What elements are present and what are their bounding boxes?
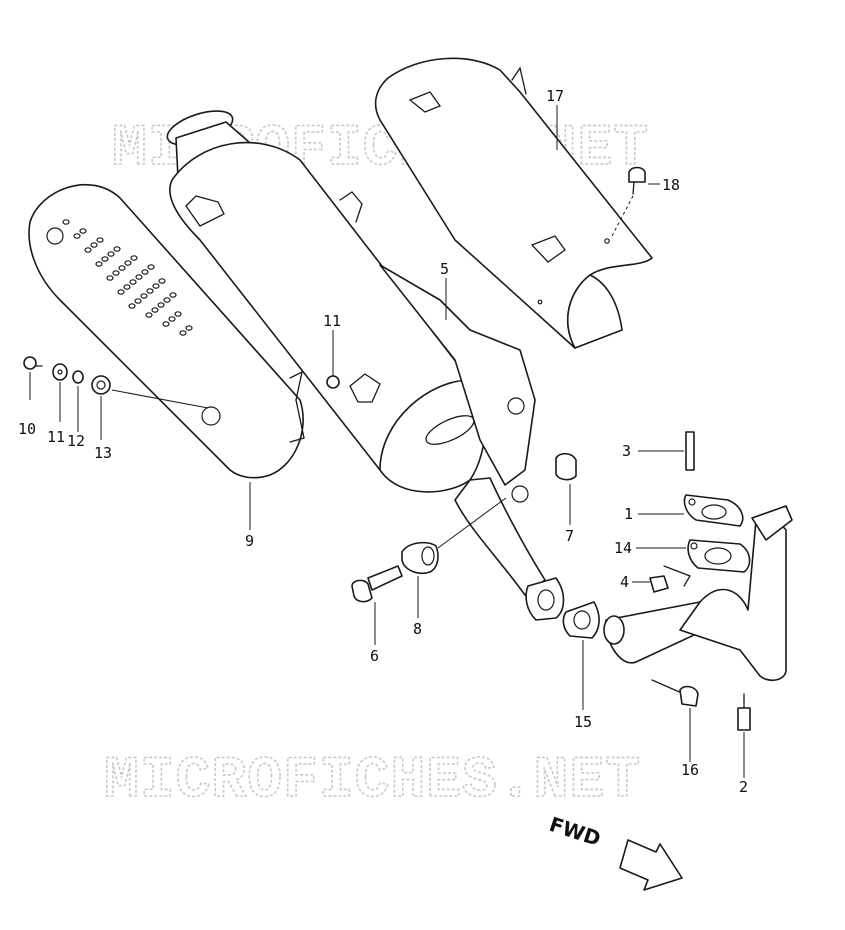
rubber-mount-part-8 (401, 497, 507, 575)
heat-shield-cover-part-17 (374, 57, 653, 349)
callout-10: 10 (18, 420, 36, 438)
perforation-hole (152, 283, 160, 289)
bolt-part-6 (351, 565, 403, 603)
perforation-hole (169, 292, 177, 298)
perforation-hole (140, 293, 148, 299)
callout-7: 7 (565, 527, 574, 545)
perforation-hole (158, 278, 166, 284)
perforation-hole (168, 316, 176, 322)
perforation-hole (141, 269, 149, 275)
callout-5: 5 (440, 260, 449, 278)
perforation-hole (123, 284, 131, 290)
callout-13: 13 (94, 444, 112, 462)
perforation-hole (151, 307, 159, 313)
gasket-part-15 (562, 601, 600, 639)
perforation-hole (146, 288, 154, 294)
callout-16: 16 (681, 761, 699, 779)
perforation-hole (107, 251, 115, 257)
perforation-hole (134, 298, 142, 304)
perforation-hole (73, 233, 81, 239)
perforation-hole (95, 261, 103, 267)
callout-labels: 17 18 5 11 10 11 12 13 9 3 1 7 14 4 6 8 … (18, 87, 748, 796)
perforation-hole (135, 274, 143, 280)
callout-15: 15 (574, 713, 592, 731)
perforation-hole (84, 247, 92, 253)
perforation-hole (179, 330, 187, 336)
perforation-hole (157, 302, 165, 308)
callout-8: 8 (413, 620, 422, 638)
fwd-label: FWD (546, 812, 603, 851)
perforation-hole (117, 289, 125, 295)
screw-part-18 (611, 166, 646, 237)
collar-part-12 (72, 370, 84, 384)
forward-arrow-icon (619, 839, 683, 891)
forward-indicator: FWD (546, 812, 683, 891)
callout-9: 9 (245, 532, 254, 550)
perforation-hole (163, 297, 171, 303)
perforated-heat-shield-part-9 (28, 183, 305, 479)
bolt-part-10 (23, 356, 43, 370)
perforation-hole (118, 265, 126, 271)
callout-6: 6 (370, 647, 379, 665)
perforation-hole (162, 321, 170, 327)
perforation-hole (101, 256, 109, 262)
gasket-part-1 (683, 494, 744, 527)
perforation-hole (185, 325, 193, 331)
callout-17: 17 (546, 87, 564, 105)
washer-part-11-upper (326, 375, 340, 389)
perforation-hole (129, 279, 137, 285)
watermark-bottom: MICROFICHES.NET (104, 749, 641, 814)
callout-4: 4 (620, 573, 629, 591)
gasket-part-14 (687, 539, 751, 573)
bolt-part-2 (737, 693, 751, 731)
callout-2: 2 (739, 778, 748, 796)
callout-14: 14 (614, 539, 632, 557)
stud-part-3 (685, 431, 695, 471)
perforation-hole (145, 312, 153, 318)
perforation-hole (130, 255, 138, 261)
flange-gasket (525, 577, 565, 621)
callout-18: 18 (662, 176, 680, 194)
damper-part-7 (555, 452, 577, 481)
leader-lines (29, 105, 745, 778)
callout-11-lower: 11 (47, 428, 65, 446)
perforation-hole (147, 264, 155, 270)
washer-part-11 (52, 363, 68, 381)
perforation-hole (174, 311, 182, 317)
exhaust-pipe (603, 505, 793, 682)
perforation-hole (96, 237, 104, 243)
grommet-part-13 (91, 375, 209, 409)
callout-3: 3 (622, 442, 631, 460)
callout-11-upper: 11 (323, 312, 341, 330)
perforation-hole (79, 228, 87, 234)
perforation-hole (106, 275, 114, 281)
perforation-hole (62, 219, 70, 225)
bolt-part-16 (651, 679, 699, 707)
perforation-hole (124, 260, 132, 266)
perforation-hole (113, 246, 121, 252)
perforation-holes (62, 219, 193, 336)
callout-12: 12 (67, 432, 85, 450)
callout-1: 1 (624, 505, 633, 523)
perforation-hole (128, 303, 136, 309)
muffler-part-5 (166, 110, 546, 596)
perforation-hole (112, 270, 120, 276)
perforation-hole (90, 242, 98, 248)
nut-part-4 (649, 565, 691, 593)
